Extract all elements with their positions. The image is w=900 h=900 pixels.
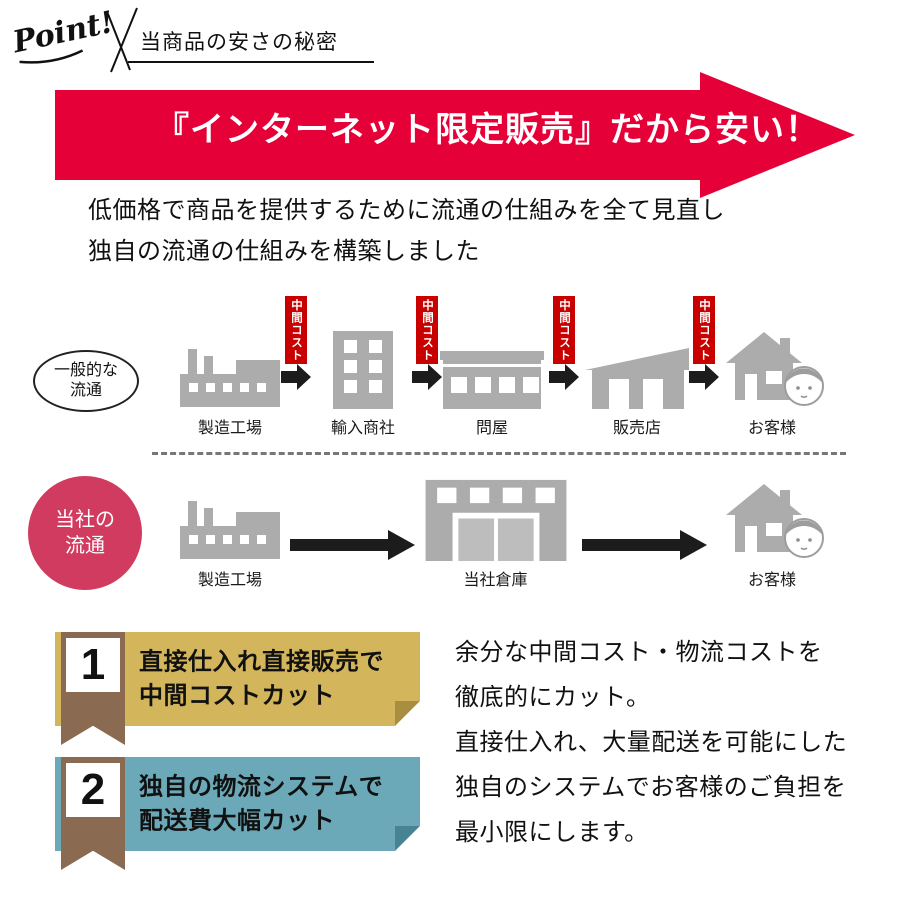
house-customer-icon xyxy=(726,332,824,406)
our-flow-label: 当社の 流通 xyxy=(28,476,142,590)
point-text: 独自の物流システムで 配送費大幅カット xyxy=(139,770,383,837)
node-label: 製造工場 xyxy=(197,420,262,437)
flow-node-our-warehouse: 当社倉庫 xyxy=(418,478,573,590)
right-arrow-banner-icon xyxy=(55,72,855,198)
point-text-line1: 独自の物流システムで xyxy=(139,773,384,801)
middle-cost-tag: 中間コスト xyxy=(693,296,715,364)
wholesaler-building-icon xyxy=(440,351,544,409)
office-building-icon xyxy=(333,331,393,409)
point-text-line2: 配送費大幅カット xyxy=(139,807,335,834)
flow-node-wholesaler: 問屋 xyxy=(437,326,547,438)
point-text-line2: 中間コストカット xyxy=(139,682,335,709)
factory-icon xyxy=(180,349,280,407)
middle-cost-tag: 中間コスト xyxy=(553,296,575,364)
description-line: 直接仕入れ、大量配送を可能にした xyxy=(455,729,848,756)
point-logo-underline xyxy=(19,49,84,64)
flow-node-factory: 製造工場 xyxy=(175,326,285,438)
flow-arrow-icon xyxy=(281,364,311,390)
description-line: 徹底的にカット。 xyxy=(455,684,651,711)
flow-arrow-icon xyxy=(689,364,719,390)
point-text-line1: 直接仕入れ直接販売で xyxy=(139,648,384,676)
node-label: お客様 xyxy=(747,420,796,437)
node-label: 当社倉庫 xyxy=(463,572,528,589)
flow-node-factory: 製造工場 xyxy=(175,478,285,590)
house-customer-icon xyxy=(726,484,824,558)
slash-mark-icon xyxy=(110,7,138,73)
title-underline xyxy=(128,61,374,63)
description-text: 余分な中間コスト・物流コストを 徹底的にカット。 直接仕入れ、大量配送を可能にし… xyxy=(455,630,885,855)
middle-cost-tag: 中間コスト xyxy=(285,296,307,364)
point-number: 1 xyxy=(66,638,120,692)
point-box-1: 1 直接仕入れ直接販売で 中間コストカット xyxy=(55,632,420,745)
node-label: 問屋 xyxy=(475,420,508,437)
intro-text: 低価格で商品を提供するために流通の仕組みを全て見直し 独自の流通の仕組みを構築し… xyxy=(88,190,725,272)
fold-corner-icon xyxy=(395,701,420,726)
general-flow-label-line1: 一般的な xyxy=(53,362,118,379)
slash-mark-icon xyxy=(107,13,131,71)
warehouse-icon xyxy=(425,479,566,561)
flow-arrow-icon xyxy=(290,530,415,560)
our-flow-label-line2: 流通 xyxy=(65,535,105,557)
node-label: 販売店 xyxy=(612,420,661,437)
node-label: お客様 xyxy=(747,572,796,589)
point-number: 2 xyxy=(66,763,120,817)
node-label: 輸入商社 xyxy=(330,420,395,437)
point-text: 直接仕入れ直接販売で 中間コストカット xyxy=(139,645,384,712)
description-line: 最小限にします。 xyxy=(455,819,649,846)
description-line: 独自のシステムでお客様のご負担を xyxy=(455,774,847,801)
shop-icon xyxy=(585,348,689,409)
general-flow-label: 一般的な 流通 xyxy=(33,350,139,412)
intro-line-2: 独自の流通の仕組みを構築しました xyxy=(88,238,480,265)
factory-icon xyxy=(180,501,280,559)
fold-corner-icon xyxy=(395,826,420,851)
flow-arrow-icon xyxy=(412,364,442,390)
our-flow-label-line1: 当社の xyxy=(55,509,115,531)
flow-arrow-icon xyxy=(582,530,707,560)
page-title: 当商品の安さの秘密 xyxy=(140,31,338,54)
sale-banner: 『インターネット限定販売』だから安い！ xyxy=(55,72,855,198)
flow-node-customer: お客様 xyxy=(717,326,827,438)
general-flow-label-line2: 流通 xyxy=(69,382,102,399)
description-line: 余分な中間コスト・物流コストを xyxy=(455,639,823,666)
dashed-divider xyxy=(152,452,846,455)
flow-node-customer: お客様 xyxy=(717,478,827,590)
flow-node-trading-company: 輸入商社 xyxy=(308,326,418,438)
banner-text: 『インターネット限定販売』だから安い！ xyxy=(155,111,820,149)
point-logo: Point! xyxy=(10,6,138,73)
flow-arrow-icon xyxy=(549,364,579,390)
point-box-2: 2 独自の物流システムで 配送費大幅カット xyxy=(55,757,420,870)
middle-cost-tag: 中間コスト xyxy=(416,296,438,364)
point-logo-text: Point! xyxy=(10,6,117,60)
node-label: 製造工場 xyxy=(197,572,262,589)
intro-line-1: 低価格で商品を提供するために流通の仕組みを全て見直し xyxy=(88,197,725,224)
flow-node-retail-store: 販売店 xyxy=(582,326,692,438)
